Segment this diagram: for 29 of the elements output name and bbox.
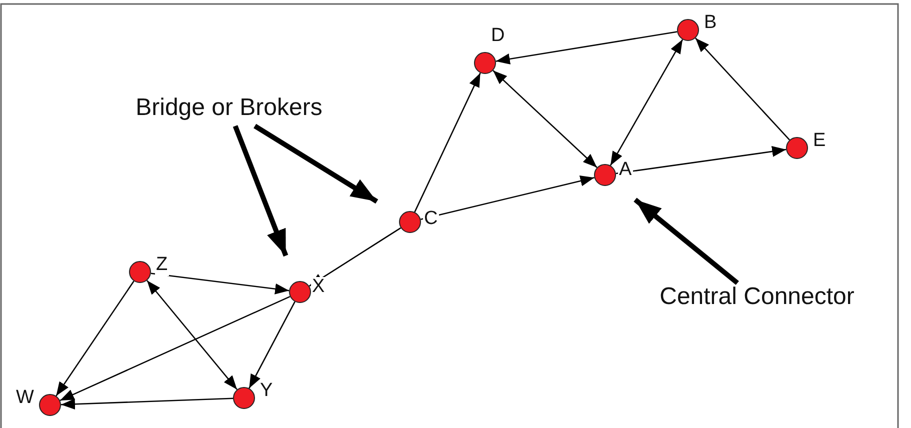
- node-circle: [474, 52, 496, 74]
- node-circle: [129, 261, 151, 283]
- arrow: [420, 176, 594, 220]
- pointer-arrow: [232, 125, 288, 257]
- annotation-text: Bridge or Brokers: [108, 94, 350, 126]
- annotation-text: Central Connector: [628, 283, 886, 315]
- arrow: [496, 31, 678, 64]
- node-label: Z: [155, 255, 169, 276]
- node-circle: [594, 164, 616, 186]
- arrow: [60, 398, 234, 410]
- arrow: [248, 301, 296, 389]
- node-circle: [399, 211, 421, 233]
- arrow: [610, 39, 684, 166]
- pointer-arrow: [634, 198, 739, 285]
- arrow: [150, 272, 290, 294]
- arrow: [308, 227, 402, 287]
- arrow: [146, 280, 238, 390]
- arrow: [492, 70, 598, 168]
- node-circle: [289, 281, 311, 303]
- arrow: [56, 280, 134, 396]
- node-circle: [39, 394, 61, 416]
- node-circle: [786, 137, 808, 159]
- node-circle: [677, 19, 699, 41]
- arrow: [414, 72, 481, 212]
- arrow: [694, 38, 790, 140]
- pointer-arrow: [254, 124, 378, 204]
- arrow: [60, 296, 290, 402]
- arrow: [616, 146, 786, 174]
- node-circle: [233, 387, 255, 409]
